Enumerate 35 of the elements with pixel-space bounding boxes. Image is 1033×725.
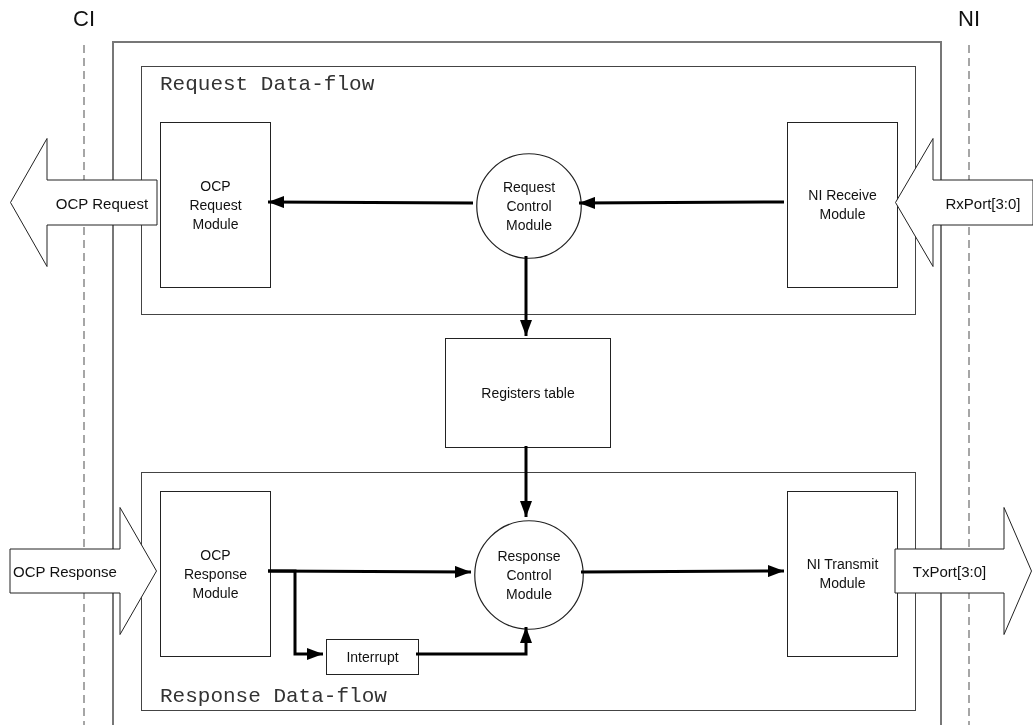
module-label: Response Control Module	[496, 546, 562, 604]
module-label: NI Transmit Module	[805, 555, 880, 593]
arrow	[520, 446, 532, 517]
panel-title: Response Data-flow	[160, 685, 387, 708]
port-block-arrow	[10, 507, 157, 635]
module-box	[787, 122, 898, 288]
arrow	[416, 627, 532, 656]
module-label: Interrupt	[345, 647, 400, 667]
module-box	[787, 491, 898, 657]
module-box	[326, 639, 419, 675]
port-label: RxPort[3:0]	[944, 194, 1022, 211]
module-box	[160, 491, 271, 657]
module-box	[160, 122, 271, 288]
module-box	[445, 338, 611, 448]
module-label: OCP Request Module	[188, 176, 243, 234]
module-label: OCP Response Module	[182, 545, 248, 603]
boundary-label: NI	[958, 6, 980, 32]
module-label: NI Receive Module	[807, 186, 878, 224]
port-label: OCP Response	[12, 562, 118, 580]
port-label: TxPort[3:0]	[911, 562, 988, 580]
module-label: Registers table	[480, 383, 576, 403]
boundary-label: CI	[73, 6, 95, 32]
arrow	[579, 196, 784, 209]
arrow	[581, 565, 784, 578]
port-block-arrow	[10, 138, 157, 267]
port-block-arrow	[895, 138, 1033, 267]
port-label: OCP Request	[54, 194, 150, 211]
panel-title: Request Data-flow	[160, 73, 375, 96]
module-label: Request Control Module	[501, 177, 557, 235]
arrow	[268, 196, 473, 209]
port-block-arrow	[895, 507, 1032, 635]
arrow	[520, 256, 532, 336]
arrow	[268, 569, 323, 660]
control-circle	[476, 153, 582, 259]
control-circle	[474, 520, 584, 630]
